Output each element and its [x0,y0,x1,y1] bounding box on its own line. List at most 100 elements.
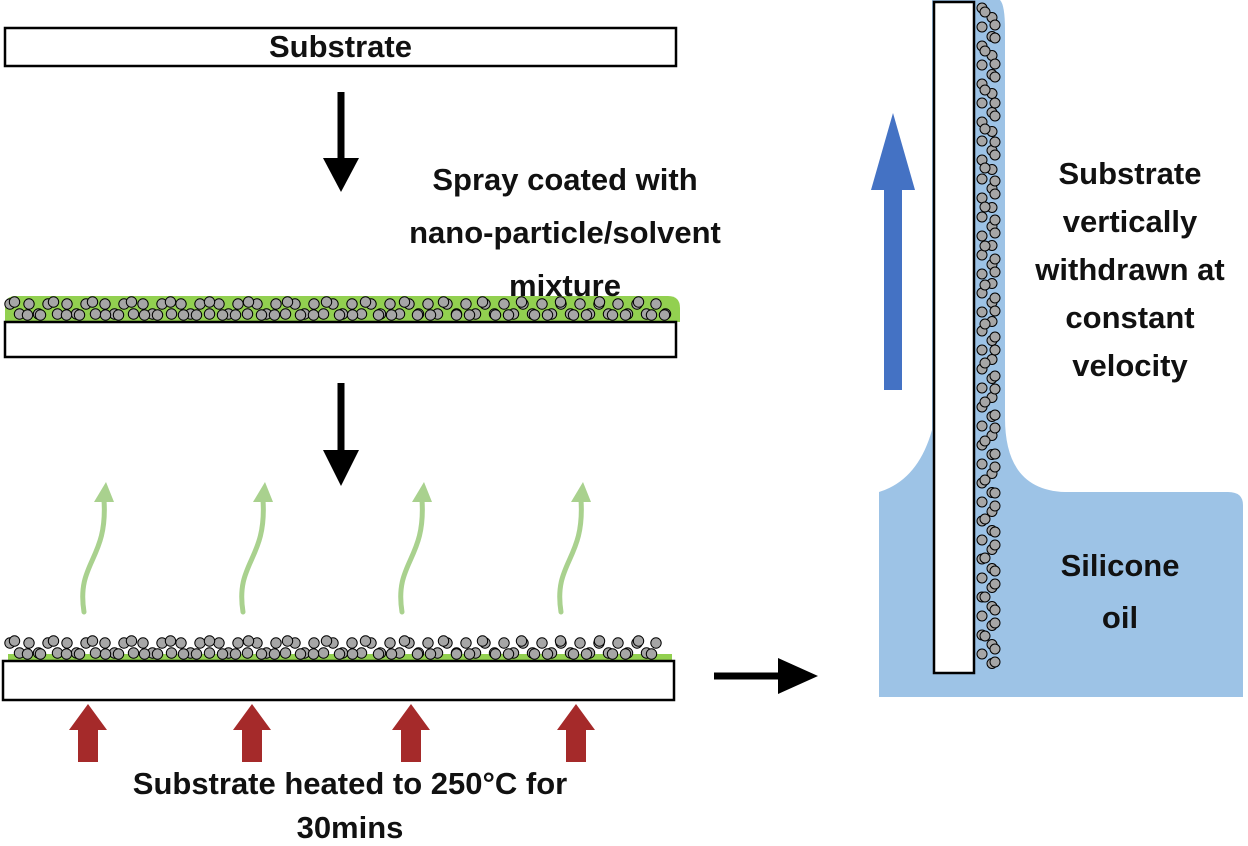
nanoparticle [554,296,567,308]
oil-label-line-2: oil [1101,600,1139,635]
nanoparticle [242,635,255,647]
nanoparticle [281,635,294,647]
nanoparticle [989,136,1001,148]
nanoparticle [976,59,988,71]
nanoparticle [308,637,320,649]
nanoparticle [979,513,991,525]
nanoparticle [372,309,385,321]
nanoparticle [232,298,244,310]
nanoparticle [989,500,1001,512]
nanoparticle [541,648,554,660]
nanoparticle [498,637,510,649]
nanoparticle [489,648,502,660]
nanoparticle [398,635,411,647]
nanoparticle [645,309,658,321]
dip-coating-bath [879,0,1243,697]
nanoparticle [536,637,548,649]
nanoparticle [320,296,333,308]
nanoparticle [989,110,1001,122]
nanoparticle [190,309,203,321]
nanoparticle [47,635,60,647]
heat-arrow-2 [233,704,271,762]
nanoparticle [450,648,463,660]
nanoparticle [23,298,35,310]
nanoparticle [294,648,307,660]
nanoparticle [979,435,991,447]
vapor-arrow-3 [398,482,432,615]
vertical-substrate [932,0,976,675]
withdrawn-label-line-1: Substrate [1058,156,1202,191]
nanoparticle [125,296,138,308]
bare-substrate [3,26,678,68]
nanoparticle [541,309,554,321]
nanoparticle [989,19,1001,31]
nanoparticle [268,648,281,660]
nanoparticle [976,135,988,147]
nanoparticle [165,647,178,659]
vapor-arrows [80,482,591,615]
nanoparticle [528,648,541,660]
nanoparticle [976,344,988,356]
heated-label-line-2: 30mins [296,810,404,845]
coated-substrate-plate [3,320,678,359]
nanoparticle [979,396,991,408]
nanoparticle [203,647,216,659]
nanoparticle [424,309,437,321]
nanoparticle [333,309,346,321]
substrate-label-text: Substrate [269,29,412,64]
nanoparticle [60,648,73,660]
nanoparticle [989,643,1001,655]
nanoparticle [979,201,991,213]
particle-layer-vertical [976,2,1001,669]
nanoparticle [976,420,988,432]
nanoparticle [989,448,1001,460]
nanoparticle [21,309,34,321]
substrate-label: Substrate [5,28,676,66]
nanoparticle [23,637,35,649]
nanoparticle [612,298,624,310]
nanoparticle [385,309,398,321]
vapor-arrow-2 [239,482,273,615]
withdrawn-label-line-4: constant [1065,300,1195,335]
nanoparticle [979,123,991,135]
nanoparticle [137,298,149,310]
nanoparticle [60,309,73,321]
nanoparticle [650,637,662,649]
nanoparticle [385,648,398,660]
nanoparticle [151,648,164,660]
nanoparticle [976,192,988,204]
nanoparticle [567,648,580,660]
nanoparticle [175,298,187,310]
nanoparticle [502,309,515,321]
nanoparticle [21,648,34,660]
withdraw-arrow [871,113,915,390]
nanoparticle [989,58,1001,70]
withdrawn-label-line-5: velocity [1072,348,1188,383]
nanoparticle [190,648,203,660]
nanoparticle [177,309,190,321]
nanoparticle [86,635,99,647]
heat-arrow-3 [392,704,430,762]
nanoparticle [317,308,330,320]
nanoparticle [979,474,991,486]
nanoparticle [164,635,177,647]
vapor-arrow-4 [557,482,591,615]
nanoparticle [989,175,1001,187]
nanoparticle [567,309,580,321]
nanoparticle [47,296,60,308]
nanoparticle [979,591,991,603]
nanoparticle [164,296,177,308]
nanoparticle [125,635,138,647]
nanoparticle [232,637,244,649]
nanoparticle [229,648,242,660]
nanoparticle [268,309,281,321]
nanoparticle [317,647,330,659]
nanoparticle [989,409,1001,421]
nanoparticle [89,647,102,659]
nanoparticle [976,173,988,185]
spray-coated-label: Spray coated with nano-particle/solvent … [350,153,780,312]
nanoparticle [989,422,1001,434]
withdrawn-label: Substrate vertically withdrawn at consta… [1010,150,1248,390]
nanoparticle [515,635,528,647]
